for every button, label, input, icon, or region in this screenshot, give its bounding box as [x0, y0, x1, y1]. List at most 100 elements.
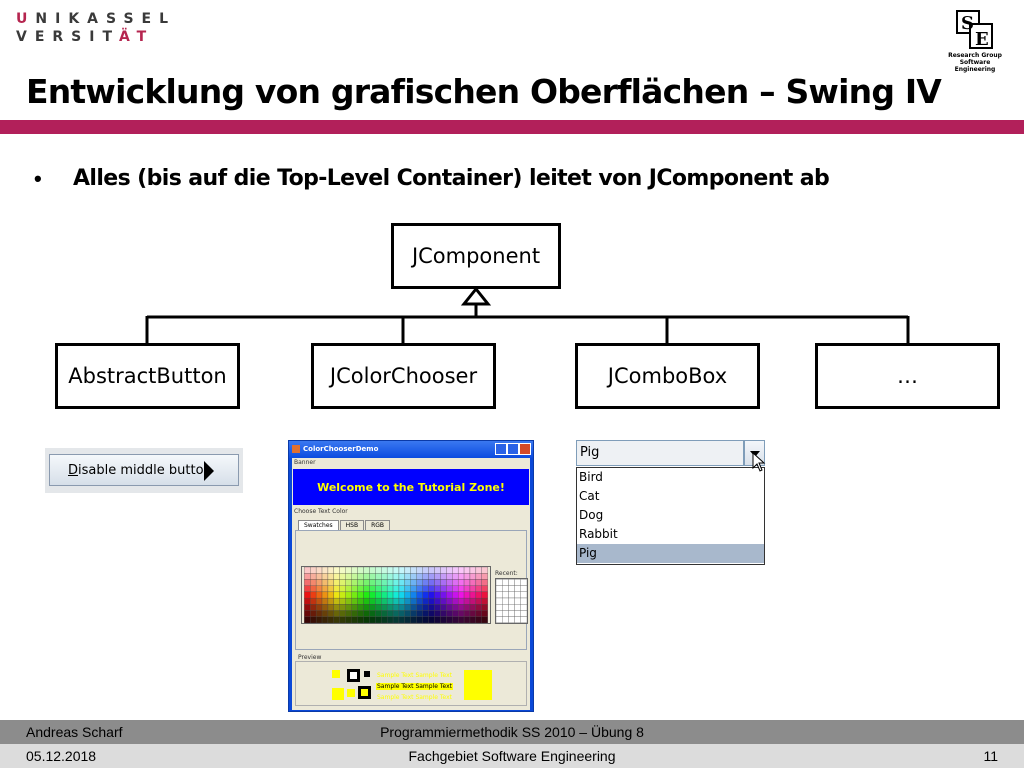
color-swatch[interactable] — [446, 597, 453, 605]
color-swatch[interactable] — [475, 610, 482, 617]
color-swatch[interactable] — [357, 604, 364, 611]
color-swatch[interactable] — [452, 616, 459, 623]
recent-swatch[interactable] — [514, 579, 521, 586]
color-swatch[interactable] — [457, 567, 465, 574]
color-swatch[interactable] — [357, 567, 364, 574]
color-swatch[interactable] — [475, 573, 482, 580]
color-swatch[interactable] — [481, 616, 488, 623]
color-swatch[interactable] — [463, 591, 471, 599]
recent-swatch[interactable] — [520, 610, 527, 617]
color-swatch[interactable] — [321, 616, 329, 623]
color-swatch[interactable] — [351, 616, 358, 623]
color-swatch[interactable] — [375, 567, 382, 574]
color-swatch[interactable] — [381, 585, 388, 593]
color-swatch[interactable] — [333, 573, 340, 580]
color-swatch[interactable] — [333, 579, 340, 586]
color-swatch[interactable] — [440, 616, 447, 623]
recent-swatch[interactable] — [520, 579, 527, 586]
color-swatch[interactable] — [333, 591, 340, 599]
color-swatch[interactable] — [304, 610, 311, 617]
color-swatch[interactable] — [404, 616, 411, 623]
color-swatch[interactable] — [369, 604, 376, 611]
color-swatch[interactable] — [327, 579, 335, 586]
color-swatch[interactable] — [422, 597, 429, 605]
color-swatch[interactable] — [339, 591, 346, 599]
color-swatch[interactable] — [410, 604, 417, 611]
color-swatch[interactable] — [315, 604, 323, 611]
color-swatch[interactable] — [457, 610, 465, 617]
color-swatch[interactable] — [440, 573, 447, 580]
combo-option-cat[interactable]: Cat — [579, 489, 600, 503]
color-swatch[interactable] — [469, 567, 477, 574]
color-swatch[interactable] — [392, 573, 400, 580]
color-swatch[interactable] — [327, 591, 335, 599]
color-swatch[interactable] — [357, 610, 364, 617]
color-swatch[interactable] — [475, 567, 482, 574]
color-swatch[interactable] — [446, 616, 453, 623]
color-swatch[interactable] — [369, 573, 376, 580]
color-swatch[interactable] — [351, 567, 358, 574]
color-swatch[interactable] — [392, 616, 400, 623]
color-swatch[interactable] — [345, 616, 352, 623]
color-swatch[interactable] — [416, 591, 423, 599]
color-swatch[interactable] — [363, 573, 370, 580]
color-swatch[interactable] — [381, 604, 388, 611]
recent-swatch[interactable] — [514, 604, 521, 611]
recent-swatch[interactable] — [508, 610, 515, 617]
color-swatch[interactable] — [386, 579, 394, 586]
color-swatch[interactable] — [381, 591, 388, 599]
color-swatch[interactable] — [428, 573, 435, 580]
color-swatch[interactable] — [457, 585, 465, 593]
recent-swatch[interactable] — [508, 579, 515, 586]
color-swatch[interactable] — [351, 591, 358, 599]
color-swatch[interactable] — [463, 597, 471, 605]
color-swatch[interactable] — [434, 610, 441, 617]
color-swatch[interactable] — [398, 591, 406, 599]
color-swatch[interactable] — [304, 597, 311, 605]
color-swatch[interactable] — [398, 567, 406, 574]
color-swatch[interactable] — [440, 610, 447, 617]
color-swatch[interactable] — [315, 597, 323, 605]
color-swatch[interactable] — [321, 567, 329, 574]
color-swatch[interactable] — [339, 579, 346, 586]
color-swatch[interactable] — [428, 597, 435, 605]
color-swatch[interactable] — [351, 579, 358, 586]
color-swatch[interactable] — [452, 604, 459, 611]
color-swatch[interactable] — [416, 573, 423, 580]
color-swatch[interactable] — [363, 610, 370, 617]
color-swatch[interactable] — [452, 597, 459, 605]
swatch-palette[interactable] — [301, 566, 491, 624]
combo-option-bird[interactable]: Bird — [579, 470, 603, 484]
minimize-icon[interactable] — [495, 443, 507, 455]
color-swatch[interactable] — [310, 604, 317, 611]
color-swatch[interactable] — [321, 579, 329, 586]
color-swatch[interactable] — [386, 591, 394, 599]
recent-swatch[interactable] — [496, 591, 503, 599]
color-swatch[interactable] — [434, 597, 441, 605]
color-swatch[interactable] — [339, 567, 346, 574]
color-swatch[interactable] — [457, 573, 465, 580]
color-swatch[interactable] — [469, 591, 477, 599]
color-swatch[interactable] — [333, 616, 340, 623]
color-swatch[interactable] — [446, 591, 453, 599]
color-swatch[interactable] — [327, 604, 335, 611]
color-swatch[interactable] — [345, 567, 352, 574]
color-swatch[interactable] — [446, 579, 453, 586]
recent-swatch[interactable] — [502, 610, 509, 617]
recent-swatch[interactable] — [502, 591, 509, 599]
color-swatch[interactable] — [410, 610, 417, 617]
color-swatch[interactable] — [339, 597, 346, 605]
color-swatch[interactable] — [327, 610, 335, 617]
recent-swatch[interactable] — [502, 597, 509, 605]
color-swatch[interactable] — [481, 585, 488, 593]
color-swatch[interactable] — [345, 585, 352, 593]
color-swatch[interactable] — [440, 585, 447, 593]
color-swatch[interactable] — [375, 597, 382, 605]
color-swatch[interactable] — [351, 573, 358, 580]
color-swatch[interactable] — [333, 597, 340, 605]
color-swatch[interactable] — [386, 585, 394, 593]
color-swatch[interactable] — [315, 567, 323, 574]
recent-swatch[interactable] — [502, 579, 509, 586]
color-swatch[interactable] — [363, 585, 370, 593]
color-swatch[interactable] — [457, 597, 465, 605]
